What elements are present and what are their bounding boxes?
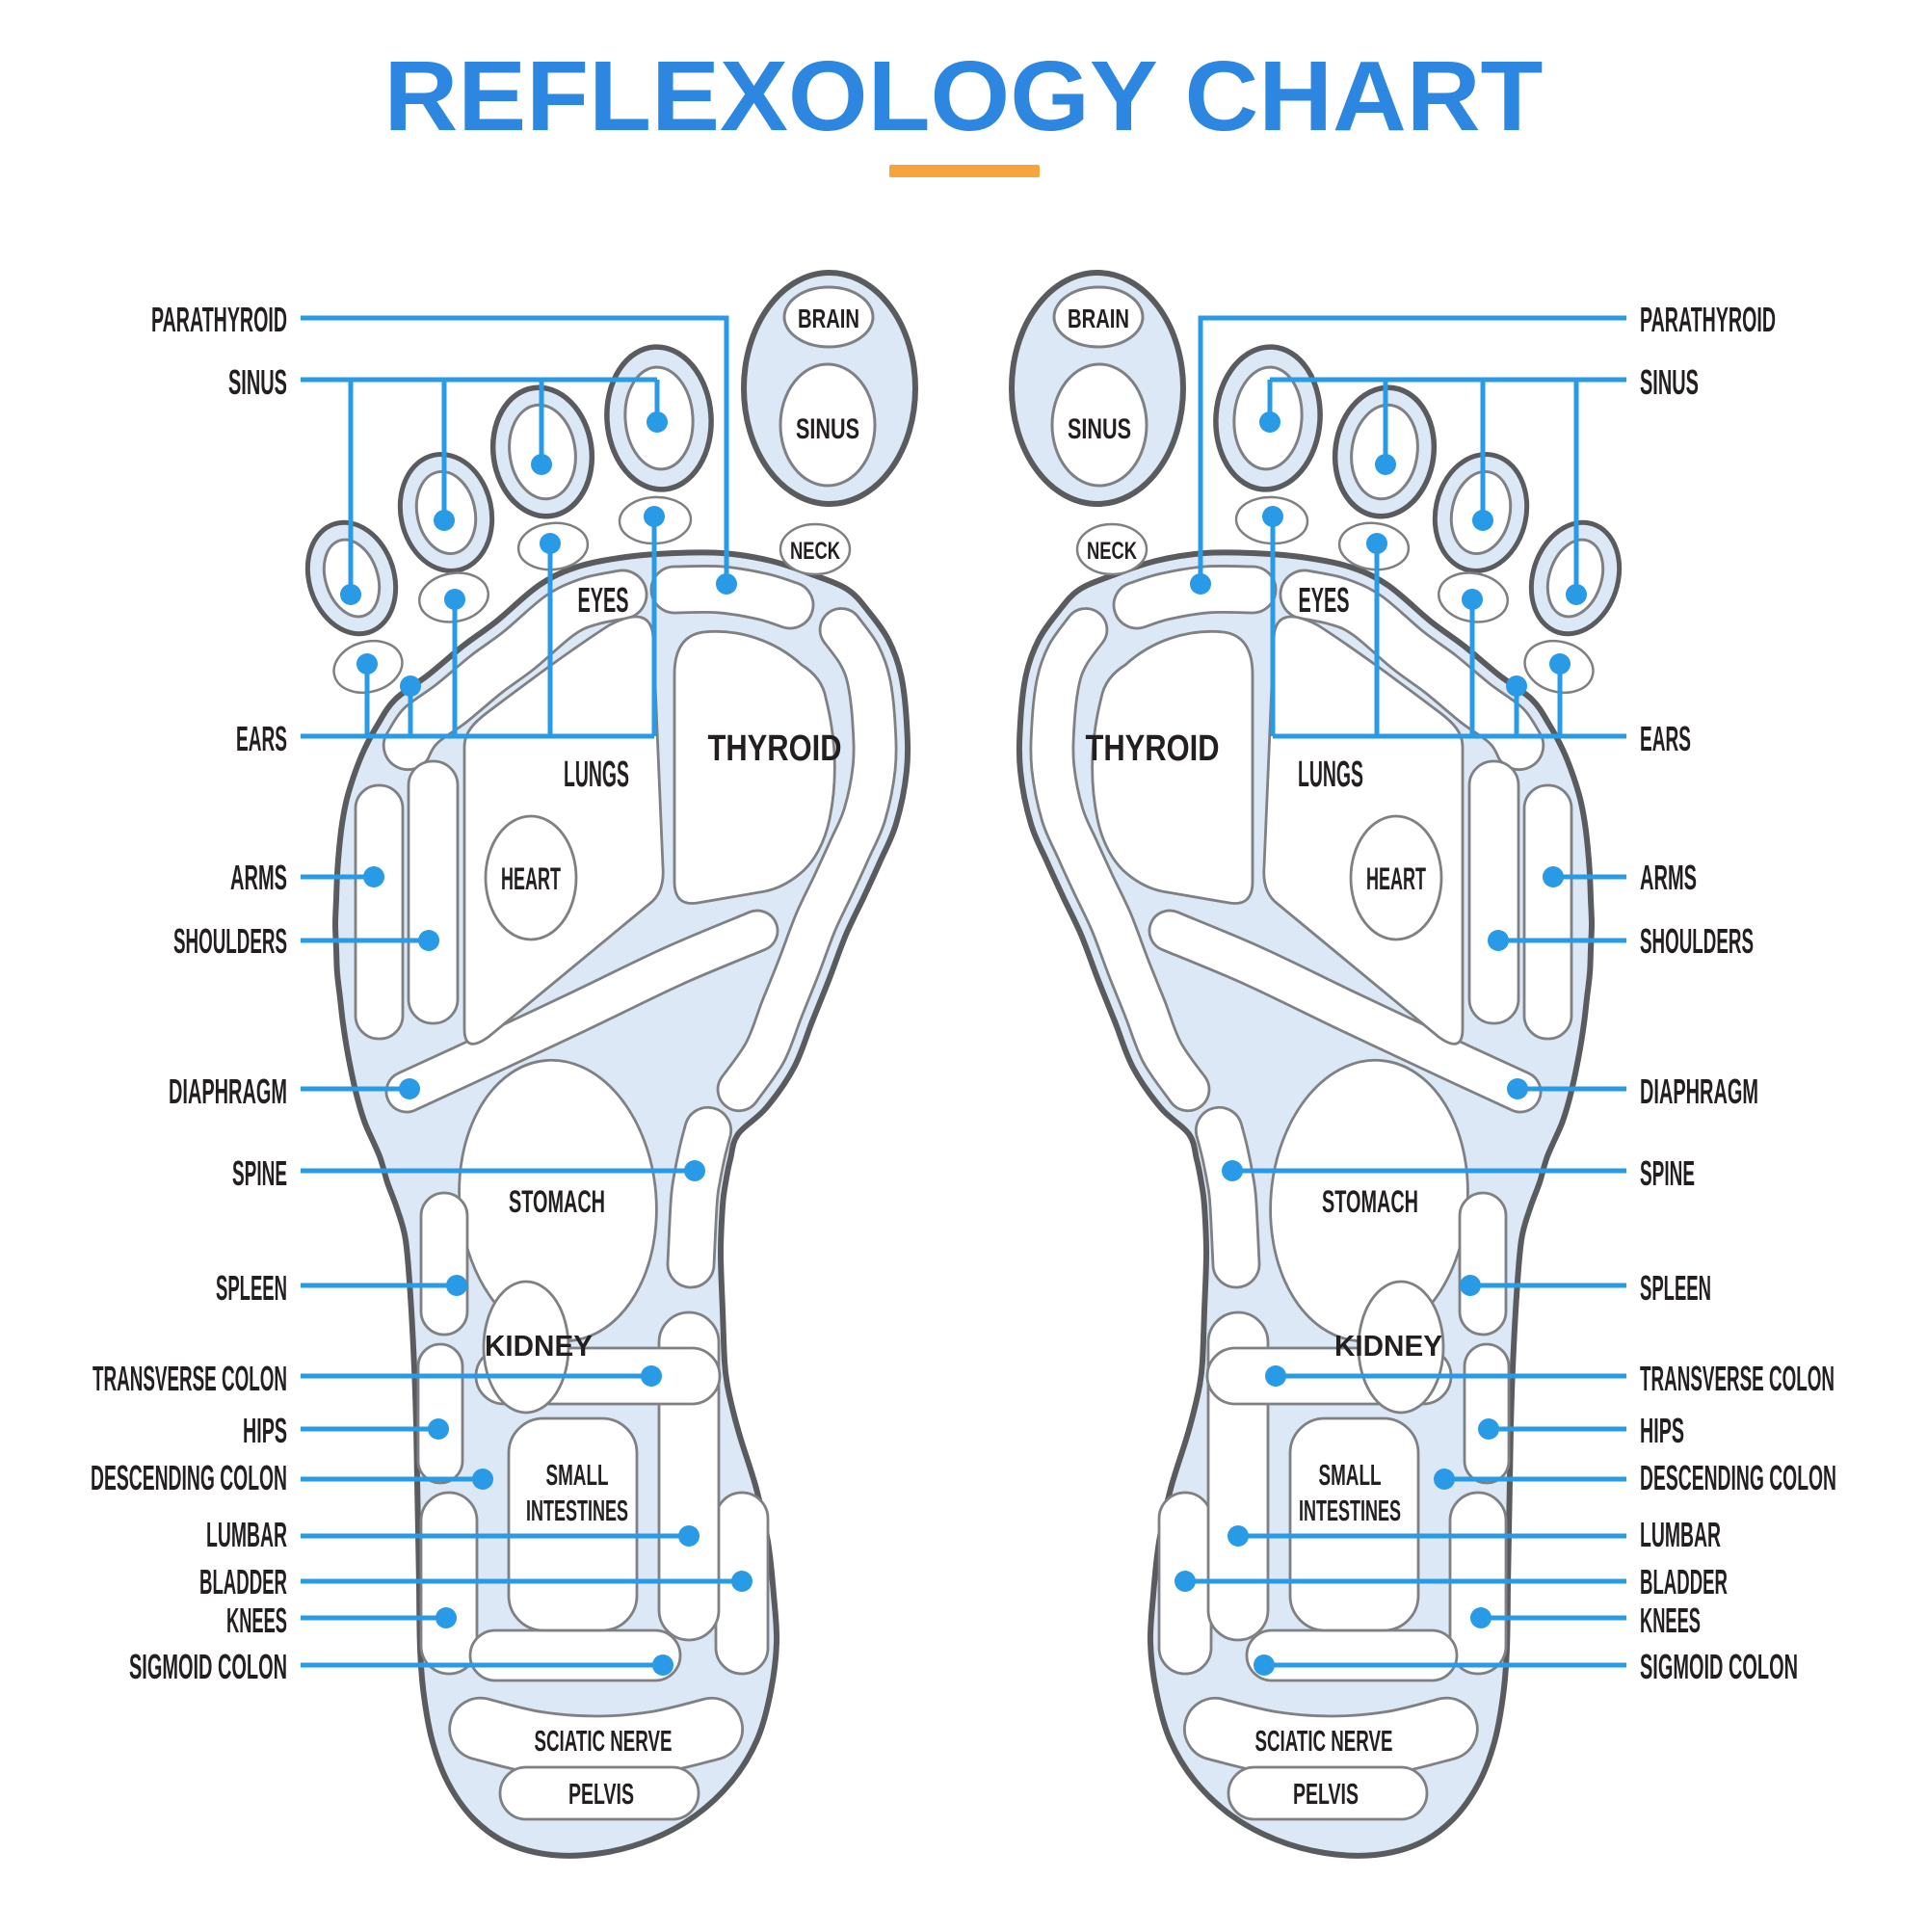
svg-text:BRAIN: BRAIN [1068, 304, 1129, 333]
svg-text:DIAPHRAGM: DIAPHRAGM [1640, 1072, 1758, 1111]
svg-text:BLADDER: BLADDER [1640, 1562, 1728, 1601]
svg-text:EYES: EYES [1299, 580, 1350, 620]
svg-text:EYES: EYES [578, 580, 629, 620]
svg-text:HEART: HEART [501, 861, 561, 896]
svg-text:SCIATIC NERVE: SCIATIC NERVE [1255, 1724, 1393, 1758]
svg-text:HIPS: HIPS [1640, 1411, 1684, 1450]
svg-text:SPLEEN: SPLEEN [216, 1268, 287, 1308]
svg-text:SPINE: SPINE [232, 1153, 287, 1193]
svg-text:DIAPHRAGM: DIAPHRAGM [169, 1072, 287, 1111]
svg-text:SINUS: SINUS [228, 362, 287, 402]
svg-text:PELVIS: PELVIS [568, 1777, 634, 1811]
svg-text:SIGMOID COLON: SIGMOID COLON [129, 1647, 287, 1686]
svg-text:SCIATIC NERVE: SCIATIC NERVE [535, 1724, 673, 1758]
svg-text:HEART: HEART [1366, 861, 1426, 896]
svg-text:SMALL: SMALL [1319, 1458, 1382, 1492]
svg-text:DESCENDING COLON: DESCENDING COLON [91, 1458, 287, 1497]
svg-text:HIPS: HIPS [243, 1411, 287, 1450]
svg-text:SINUS: SINUS [1640, 362, 1699, 402]
svg-text:KNEES: KNEES [226, 1601, 287, 1640]
svg-text:ARMS: ARMS [230, 858, 287, 897]
svg-text:PELVIS: PELVIS [1293, 1777, 1359, 1811]
svg-text:KIDNEY: KIDNEY [1334, 1329, 1442, 1363]
svg-text:STOMACH: STOMACH [509, 1184, 605, 1219]
svg-text:SHOULDERS: SHOULDERS [173, 921, 287, 961]
svg-text:EARS: EARS [1640, 719, 1691, 758]
svg-text:THYROID: THYROID [1086, 728, 1220, 769]
svg-text:LUMBAR: LUMBAR [1640, 1515, 1721, 1554]
svg-text:STOMACH: STOMACH [1322, 1184, 1418, 1219]
svg-text:INTESTINES: INTESTINES [1299, 1494, 1401, 1527]
svg-text:SMALL: SMALL [546, 1458, 609, 1492]
svg-text:PARATHYROID: PARATHYROID [151, 300, 287, 339]
svg-text:KNEES: KNEES [1640, 1601, 1701, 1640]
svg-text:TRANSVERSE COLON: TRANSVERSE COLON [92, 1359, 287, 1398]
svg-text:SINUS: SINUS [1068, 413, 1131, 445]
svg-text:PARATHYROID: PARATHYROID [1640, 300, 1776, 339]
svg-text:SIGMOID COLON: SIGMOID COLON [1640, 1647, 1798, 1686]
svg-text:DESCENDING COLON: DESCENDING COLON [1640, 1458, 1836, 1497]
svg-text:KIDNEY: KIDNEY [485, 1329, 593, 1363]
svg-text:THYROID: THYROID [708, 728, 842, 769]
svg-text:BLADDER: BLADDER [199, 1562, 287, 1601]
svg-text:TRANSVERSE COLON: TRANSVERSE COLON [1640, 1359, 1835, 1398]
svg-text:LUNGS: LUNGS [1298, 754, 1363, 795]
svg-text:NECK: NECK [790, 538, 840, 565]
svg-text:INTESTINES: INTESTINES [526, 1494, 628, 1527]
svg-text:SPINE: SPINE [1640, 1153, 1695, 1193]
svg-text:SHOULDERS: SHOULDERS [1640, 921, 1754, 961]
svg-text:ARMS: ARMS [1640, 858, 1697, 897]
svg-text:LUMBAR: LUMBAR [206, 1515, 287, 1554]
svg-text:SPLEEN: SPLEEN [1640, 1268, 1711, 1308]
svg-text:REFLEXOLOGY CHART: REFLEXOLOGY CHART [384, 40, 1544, 151]
svg-text:EARS: EARS [236, 719, 287, 758]
svg-text:NECK: NECK [1087, 538, 1137, 565]
svg-text:BRAIN: BRAIN [798, 304, 859, 333]
svg-text:SINUS: SINUS [796, 413, 859, 445]
svg-text:LUNGS: LUNGS [564, 754, 629, 795]
